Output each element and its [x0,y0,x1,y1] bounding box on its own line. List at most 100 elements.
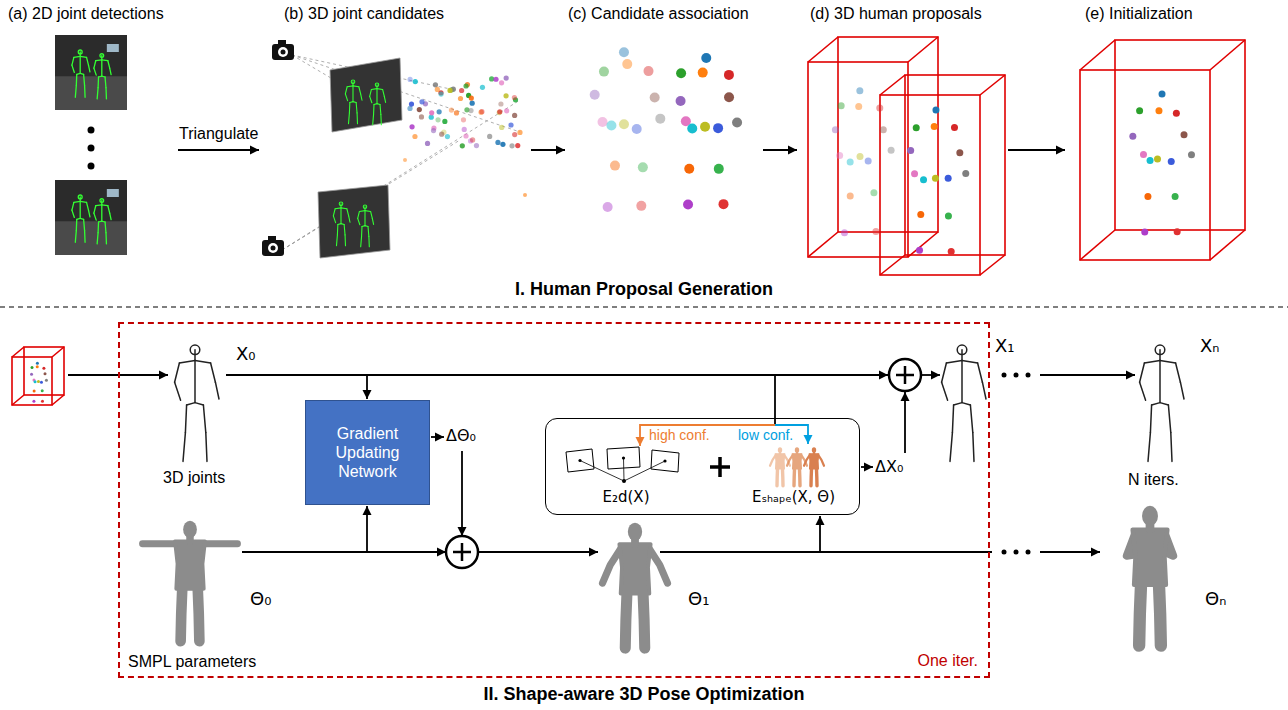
torso [809,454,819,469]
candidate-dot [487,134,492,139]
panel: (c) Candidate association [568,4,760,274]
box-edge [52,395,64,405]
bone [101,205,102,221]
arrow [478,548,598,557]
skeleton [72,50,90,97]
box-back [838,37,938,232]
bone [97,77,99,88]
annotation: SMPL parameters [128,652,256,671]
candidate-dot [515,143,520,148]
bone [359,210,365,212]
photo-bg [55,180,127,255]
arrow-head [901,392,910,401]
bone [88,65,89,72]
joint-dot [603,202,613,212]
joint-dot [643,66,653,76]
candidate-dot [497,109,502,114]
arrow [1040,548,1100,557]
box-edge [880,75,905,95]
camera-lens-core [271,246,276,251]
bone [72,65,74,72]
arrow-line [1040,374,1135,376]
bone [104,222,106,233]
smpl-body [1127,506,1173,646]
camera-photo [55,35,127,110]
bone [75,86,77,98]
bone [1152,403,1160,405]
arrow-head [1126,371,1135,380]
bone [195,403,203,405]
joint-dot [732,117,742,127]
candidate-dot [429,110,434,115]
limb [625,587,627,648]
joint-cloud [676,53,742,209]
panel: (a) 2D joint detections [3,4,175,274]
bone [962,361,978,363]
ellipsis-dot [88,127,95,134]
body-head [1142,506,1158,526]
bone [333,216,335,223]
skeleton [358,205,374,247]
camera-body [272,44,294,60]
box-edge [12,347,24,357]
candidate-dot [504,108,509,113]
skeleton-head [100,199,104,203]
bounding-box [808,37,938,257]
plane-face [318,185,390,258]
photo-floor [55,221,127,255]
joint-dot [724,70,734,80]
joint-dot [598,117,608,127]
bone [336,235,338,246]
bone [94,213,96,220]
skeleton [333,202,350,246]
joint-dot [847,192,854,199]
skeleton [942,345,986,461]
candidate-dot [512,132,517,137]
limb [181,583,183,642]
candidate-dot [413,79,418,84]
bone [370,89,372,96]
panel-caption: (a) 2D joint detections [8,4,164,23]
limb [792,467,796,486]
bone [1176,363,1181,382]
bone [380,114,382,124]
joint-dot [655,114,665,124]
torso [619,544,650,593]
bone [371,88,377,90]
skeleton-head [339,202,343,206]
box-edge [1210,230,1245,260]
skeleton [175,345,219,461]
joint-dot [865,158,872,165]
candidate-dot [469,96,474,101]
joint-dot [856,87,863,94]
bone [75,231,77,243]
box-edge [980,75,1005,95]
skeleton-head [375,83,378,86]
bone [372,114,374,124]
joint-dot [1173,110,1180,117]
sum-circle [446,536,478,568]
annotation: N iters. [1128,470,1179,489]
projection-ray [282,100,520,250]
joint-dot [1140,151,1147,158]
box-back [905,75,1005,255]
joint-dot [916,247,923,254]
camera-lens [278,47,288,57]
point-cloud [403,75,527,197]
box-front [12,357,52,405]
candidate-dot [512,113,517,118]
math-symbol: Xₙ [1200,335,1220,357]
bone [76,74,78,85]
bone [1168,405,1170,433]
box-edge [52,347,64,357]
bone [88,210,89,217]
joint-dot [945,212,952,219]
bone [1144,361,1160,363]
joint-dot [1181,131,1188,138]
bone [105,233,107,244]
joint-dot [32,400,35,403]
arrow-head [864,463,873,472]
panel-caption: (e) Initialization [1085,4,1193,23]
joint-dot [838,102,845,109]
